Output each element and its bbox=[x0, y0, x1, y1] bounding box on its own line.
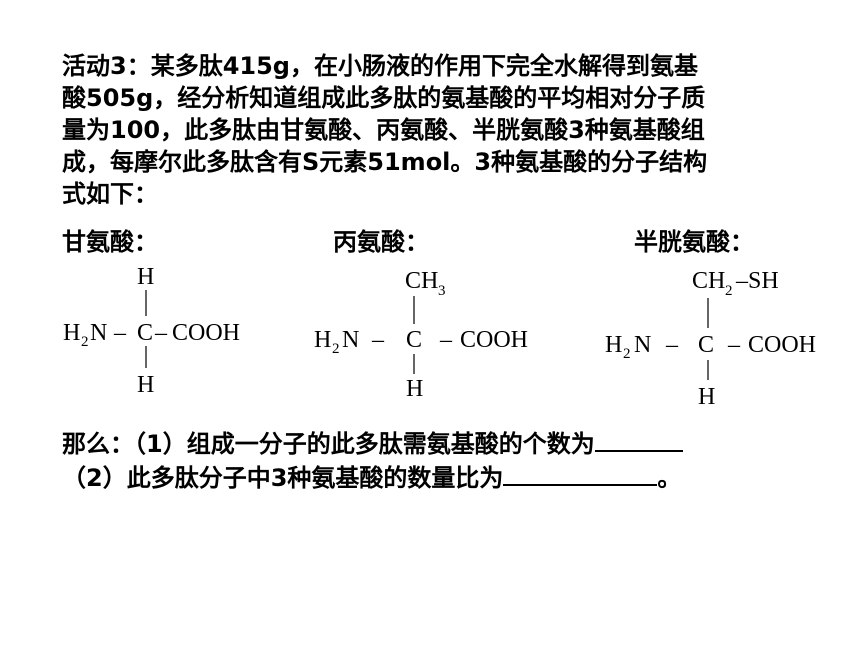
question-1: 那么：（1）组成一分子的此多肽需氨基酸的个数为 bbox=[62, 424, 683, 459]
alanine-top-sub: 3 bbox=[438, 283, 446, 299]
answer-blank-1[interactable] bbox=[594, 428, 683, 452]
cysteine-label: 半胱氨酸： bbox=[634, 228, 754, 256]
alanine-cooh: COOH bbox=[460, 327, 528, 353]
question-1-text: 那么：（1）组成一分子的此多肽需氨基酸的个数为 bbox=[62, 430, 595, 458]
glycine-carbon: C bbox=[137, 320, 153, 346]
glycine-n: N bbox=[90, 320, 107, 346]
glycine-bottom-h: H bbox=[137, 372, 154, 398]
question-2: （2）此多肽分子中3种氨基酸的数量比为 。 bbox=[62, 458, 681, 493]
cysteine-n: N bbox=[634, 332, 651, 358]
cysteine-top-ch: CH bbox=[692, 268, 725, 294]
cysteine-top-sub: 2 bbox=[725, 283, 733, 299]
problem-line: 酸505g，经分析知道组成此多肽的氨基酸的平均相对分子质 bbox=[62, 84, 706, 112]
glycine-dash: – bbox=[154, 320, 168, 346]
cysteine-carbon: C bbox=[698, 332, 714, 358]
alanine-carbon: C bbox=[406, 327, 422, 353]
alanine-structure: CH 3 H 2 N – C – COOH H bbox=[314, 268, 528, 402]
alanine-sub: 2 bbox=[332, 341, 340, 357]
cysteine-sub: 2 bbox=[623, 346, 631, 362]
alanine-dash: – bbox=[439, 327, 453, 353]
glycine-label: 甘氨酸： bbox=[62, 228, 158, 256]
cysteine-top-sh: –SH bbox=[735, 268, 779, 294]
glycine-sub: 2 bbox=[81, 334, 89, 350]
alanine-n: N bbox=[342, 327, 359, 353]
question-2-end: 。 bbox=[657, 464, 682, 492]
glycine-cooh: COOH bbox=[172, 320, 240, 346]
problem-line: 成，每摩尔此多肽含有S元素51mol。3种氨基酸的分子结构 bbox=[62, 148, 708, 176]
cysteine-cooh: COOH bbox=[748, 332, 816, 358]
cysteine-dash: – bbox=[727, 332, 741, 358]
glycine-structure: H H 2 N – C – COOH H bbox=[63, 264, 240, 398]
cysteine-h: H bbox=[605, 332, 622, 358]
question-2-text: （2）此多肽分子中3种氨基酸的数量比为 bbox=[62, 464, 504, 492]
cysteine-bottom-h: H bbox=[698, 384, 715, 410]
problem-line: 量为100，此多肽由甘氨酸、丙氨酸、半胱氨酸3种氨基酸组 bbox=[62, 116, 705, 144]
problem-text: 活动3：某多肽415g，在小肠液的作用下完全水解得到氨基 酸505g，经分析知道… bbox=[62, 50, 822, 210]
glycine-dash: – bbox=[113, 320, 127, 346]
alanine-bottom-h: H bbox=[406, 376, 423, 402]
answer-blank-2[interactable] bbox=[503, 462, 658, 486]
problem-line: 式如下： bbox=[62, 180, 158, 208]
problem-line: 活动3：某多肽415g，在小肠液的作用下完全水解得到氨基 bbox=[62, 52, 698, 80]
alanine-top-ch: CH bbox=[405, 268, 438, 294]
cysteine-dash: – bbox=[665, 332, 679, 358]
alanine-h: H bbox=[314, 327, 331, 353]
cysteine-structure: CH 2 –SH H 2 N – C – COOH H bbox=[605, 268, 816, 410]
alanine-dash: – bbox=[371, 327, 385, 353]
glycine-top-h: H bbox=[137, 264, 154, 290]
glycine-h: H bbox=[63, 320, 80, 346]
alanine-label: 丙氨酸： bbox=[333, 228, 429, 256]
